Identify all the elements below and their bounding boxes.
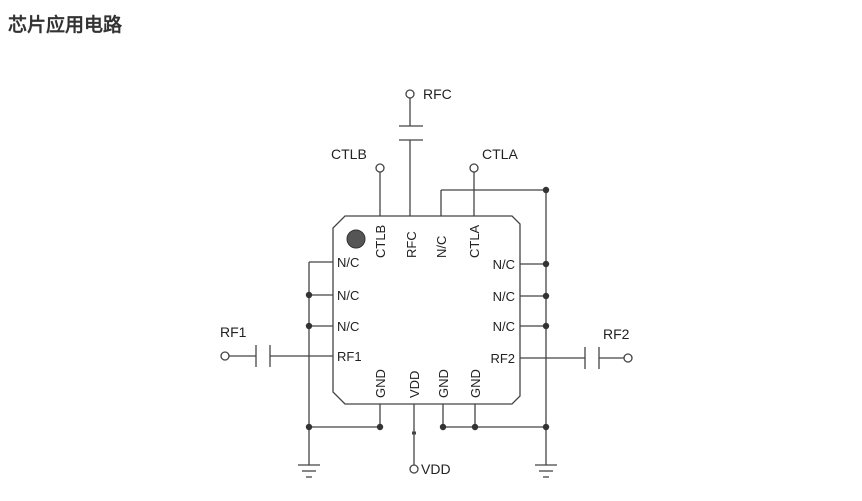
pin-label-right: N/C	[493, 319, 515, 334]
junction-dot	[542, 260, 550, 268]
pin-label-right: N/C	[493, 257, 515, 272]
ctla-label: CTLA	[482, 146, 518, 162]
pin1-indicator	[346, 229, 366, 249]
ctlb-label: CTLB	[331, 146, 367, 162]
pin-label-left: RF1	[337, 349, 362, 364]
left-ground-symbol	[298, 464, 320, 478]
rfc-terminal	[405, 89, 415, 99]
pin-label-top: N/C	[434, 236, 449, 258]
chip-body	[332, 215, 521, 405]
pin-label-bottom: VDD	[407, 371, 422, 398]
junction-dot	[439, 423, 447, 431]
junction-dot	[471, 423, 479, 431]
vdd-terminal	[409, 464, 419, 474]
junction-dot	[542, 292, 550, 300]
pin-label-top: CTLA	[467, 224, 482, 258]
junction-dot	[542, 322, 550, 330]
pin-label-left: N/C	[337, 319, 359, 334]
pin-label-top: CTLB	[373, 225, 388, 258]
pin-label-bottom: GND	[468, 369, 483, 398]
junction-dot	[542, 186, 550, 194]
vdd-label: VDD	[421, 461, 451, 477]
junction-dot	[376, 423, 384, 431]
junction-dot	[542, 423, 550, 431]
pin-label-left: N/C	[337, 288, 359, 303]
ctla-terminal	[469, 163, 479, 173]
pin-label-right: N/C	[493, 289, 515, 304]
junction-dot	[305, 322, 313, 330]
pin-label-top: RFC	[404, 231, 419, 258]
rfc-label: RFC	[423, 86, 452, 102]
pin-label-left: N/C	[337, 255, 359, 270]
page-title: 芯片应用电路	[8, 14, 123, 36]
ctlb-terminal	[375, 163, 385, 173]
junction-dot	[305, 423, 313, 431]
right-ground-symbol	[535, 464, 557, 478]
pin-label-right: RF2	[490, 351, 515, 366]
rf1-terminal	[220, 351, 230, 361]
pin-label-bottom: GND	[436, 369, 451, 398]
junction-dot	[305, 291, 313, 299]
rf2-terminal	[623, 353, 633, 363]
rf2-label: RF2	[603, 326, 630, 342]
rf1-label: RF1	[220, 324, 247, 340]
pin-label-bottom: GND	[373, 369, 388, 398]
